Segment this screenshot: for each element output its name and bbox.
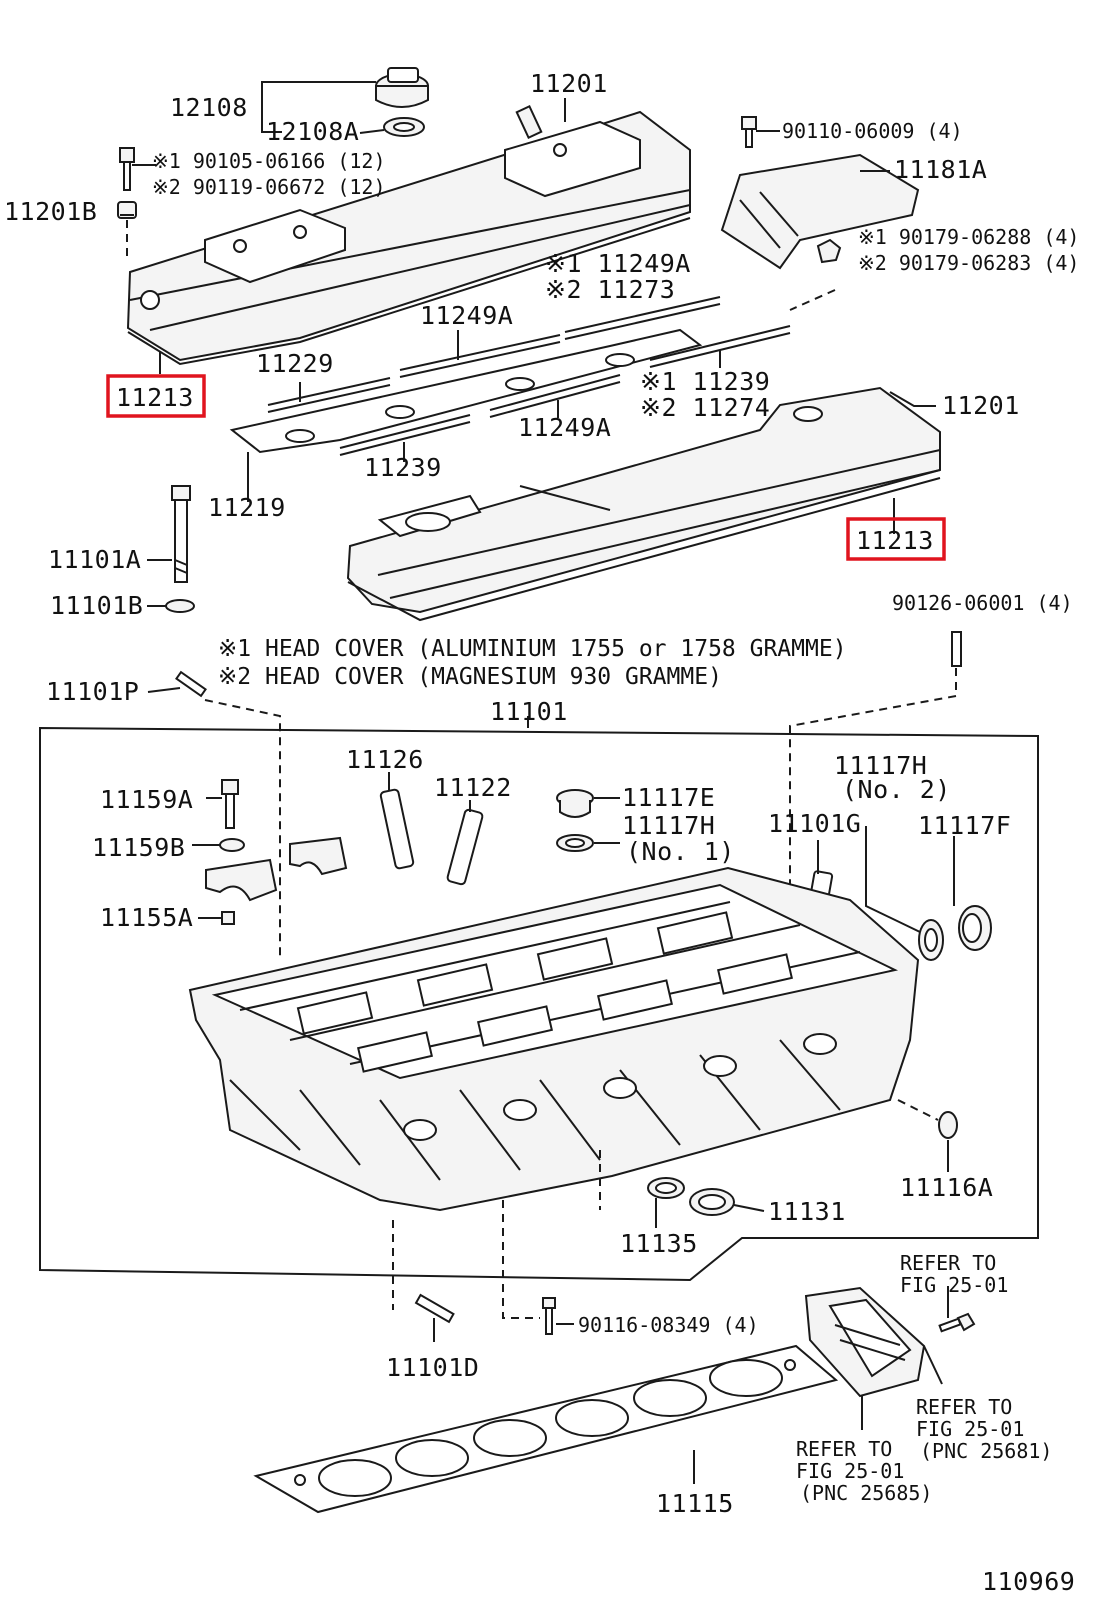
ref-pnc-25681-line1: REFER TO (916, 1395, 1012, 1419)
plug-11117e (556, 789, 594, 818)
label-11239-1: ※1 11239 (640, 367, 770, 396)
valve-guide-11126 (379, 788, 415, 870)
oil-seal-11135 (647, 1177, 685, 1199)
oil-filler-cap (375, 67, 429, 108)
label-90105-06166: ※1 90105-06166 (12) (152, 149, 386, 173)
label-11239-low: 11239 (364, 453, 442, 482)
label-11273: ※2 11273 (545, 275, 675, 304)
label-90179-06283: ※2 90179-06283 (4) (858, 251, 1079, 275)
label-11274: ※2 11274 (640, 393, 770, 422)
camshaft-bearing-cap-2 (289, 836, 348, 876)
head-cover-gasket-lower (347, 477, 941, 622)
label-11117e: 11117E (622, 783, 715, 812)
highlight-box-11213-left (106, 374, 206, 418)
label-11201b: 11201B (4, 197, 97, 226)
label-11126: 11126 (346, 745, 424, 774)
spark-plug-cover-nut (816, 238, 842, 264)
straight-pin-11101p (175, 670, 207, 698)
plug-11117f (958, 905, 992, 951)
highlight-box-11213-right (846, 517, 946, 561)
cylinder-head-assembly-frame (39, 726, 1039, 1282)
plug-11116a (938, 1111, 958, 1139)
label-11101b: 11101B (50, 591, 143, 620)
ref-pnc-25681-line2: FIG 25-01 (916, 1417, 1024, 1441)
camshaft-bearing-cap-bolt (221, 779, 239, 829)
label-11117f: 11117F (918, 811, 1011, 840)
label-11213-right: 11213 (856, 526, 934, 555)
label-11122: 11122 (434, 773, 512, 802)
label-11213-left: 11213 (116, 383, 194, 412)
label-11229: 11229 (256, 349, 334, 378)
label-11249a-low: 11249A (518, 413, 611, 442)
label-11117h-no1: 11117H (622, 811, 715, 840)
spark-plug-cover-bolt (741, 116, 757, 148)
stud-11101d (414, 1293, 455, 1324)
note-aluminium-cover: ※1 HEAD COVER (ALUMINIUM 1755 or 1758 GR… (218, 636, 847, 662)
cylinder-head-gasket (253, 1344, 839, 1514)
cylinder-head-bolt-washer (165, 599, 195, 613)
label-11101a: 11101A (48, 545, 141, 574)
ref-fig-25-01-line1: REFER TO (900, 1251, 996, 1275)
label-11115: 11115 (656, 1489, 734, 1518)
label-90119-06672: ※2 90119-06672 (12) (152, 175, 386, 199)
oil-filler-cap-gasket (383, 117, 425, 137)
label-11219: 11219 (208, 493, 286, 522)
label-11249a-1: ※1 11249A (545, 249, 691, 278)
label-90179-06288: ※1 90179-06288 (4) (858, 225, 1079, 249)
ref-fig-25-01-line2: FIG 25-01 (900, 1273, 1008, 1297)
label-90116-08349: 90116-08349 (4) (578, 1313, 759, 1337)
label-11101: 11101 (490, 697, 568, 726)
label-11155a: 11155A (100, 903, 193, 932)
oil-seal-11131 (689, 1188, 735, 1216)
valve-guide-11122 (446, 808, 484, 886)
rear-cover-bolt (938, 1312, 976, 1333)
rear-cover-plate (804, 1286, 926, 1398)
label-12108: 12108 (170, 93, 248, 122)
label-11117h-no2-sub: (No. 2) (842, 775, 951, 804)
cylinder-head-bolt (171, 485, 191, 583)
bolt-90116 (542, 1297, 556, 1335)
head-cover-gasket-center (229, 328, 703, 454)
label-11131: 11131 (768, 1197, 846, 1226)
label-90126-06001: 90126-06001 (4) (892, 591, 1073, 615)
knock-pin (221, 911, 235, 925)
label-11201-right: 11201 (942, 391, 1020, 420)
label-11159a: 11159A (100, 785, 193, 814)
ref-pnc-25685-line1: REFER TO (796, 1437, 892, 1461)
label-11249a-mid: 11249A (420, 301, 513, 330)
plug-11117h-no1 (556, 834, 594, 852)
label-11116a: 11116A (900, 1173, 993, 1202)
label-11181a: 11181A (894, 155, 987, 184)
label-11201-top: 11201 (530, 69, 608, 98)
head-cover-upper (126, 105, 691, 362)
plug-11117h-no2 (918, 919, 944, 961)
head-cover-gasket-upper (127, 217, 691, 366)
ref-pnc-25685-line2: FIG 25-01 (796, 1459, 904, 1483)
figure-number: 110969 (982, 1567, 1075, 1596)
plug-tube-gaskets (267, 296, 791, 456)
head-cover-lower (346, 386, 941, 614)
label-11101g: 11101G (768, 809, 861, 838)
ref-pnc-25681-line3: (PNC 25681) (920, 1439, 1052, 1463)
label-11117h-no1-sub: (No. 1) (626, 837, 735, 866)
label-11135: 11135 (620, 1229, 698, 1258)
note-magnesium-cover: ※2 HEAD COVER (MAGNESIUM 930 GRAMME) (218, 664, 722, 690)
label-11101d: 11101D (386, 1353, 479, 1382)
camshaft-bearing-cap-washer (219, 838, 245, 852)
label-12108a: 12108A (266, 117, 359, 146)
label-90110-06009: 90110-06009 (4) (782, 119, 963, 143)
label-11159b: 11159B (92, 833, 185, 862)
label-11117h-no2: 11117H (834, 751, 927, 780)
cylinder-head (188, 866, 920, 1212)
stud-bolt (951, 631, 962, 667)
spark-plug-cover (720, 153, 920, 270)
label-11101p: 11101P (46, 677, 139, 706)
leader-lines (120, 81, 955, 1484)
ref-pnc-25685-line3: (PNC 25685) (800, 1481, 932, 1505)
camshaft-bearing-cap (205, 858, 278, 902)
head-cover-bolt (119, 147, 135, 191)
